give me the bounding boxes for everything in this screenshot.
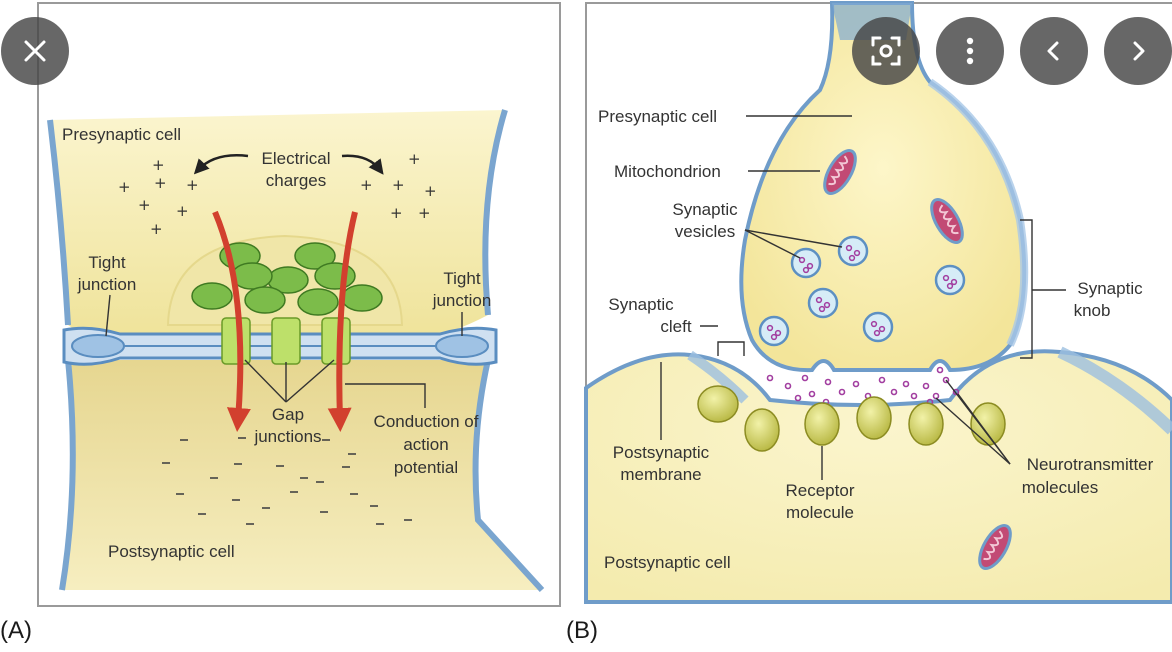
- label-a-tight-right-1: Tight: [443, 269, 480, 288]
- vesicle-contents: [766, 244, 958, 341]
- panel-b: Presynaptic cell Mitochondrion Synaptic …: [584, 1, 1172, 604]
- label-b-knob-2: knob: [1074, 301, 1111, 320]
- positive-charges: + + + + + + + + + + + + +: [118, 150, 437, 238]
- close-icon: [21, 37, 49, 65]
- svg-text:+: +: [118, 178, 131, 196]
- presynaptic-right-membrane: [482, 109, 508, 316]
- label-a-postsynaptic: Postsynaptic cell: [108, 542, 235, 561]
- label-a-conduction-3: potential: [394, 458, 458, 477]
- label-b-post-membrane-2: membrane: [620, 465, 701, 484]
- label-b-vesicles-2: vesicles: [675, 222, 735, 241]
- label-b-neurotransmitter-2: molecules: [1022, 478, 1099, 497]
- label-b-receptor-2: molecule: [786, 503, 854, 522]
- svg-text:+: +: [408, 150, 421, 168]
- close-button[interactable]: [1, 17, 69, 85]
- label-a-conduction-2: action: [403, 435, 448, 454]
- svg-text:+: +: [424, 182, 437, 200]
- knob-membrane-highlight: [927, 78, 1029, 347]
- postsynaptic-right-membrane: [472, 359, 545, 593]
- label-b-postsynaptic: Postsynaptic cell: [604, 553, 731, 572]
- svg-text:+: +: [150, 220, 163, 238]
- label-b-cleft-1: Synaptic: [608, 295, 674, 314]
- postsynaptic-membrane-fold: [687, 350, 749, 404]
- label-a-presynaptic: Presynaptic cell: [62, 125, 181, 144]
- label-a-tight-right-2: junction: [432, 291, 492, 310]
- postsynaptic-left-membrane: [59, 359, 76, 591]
- svg-text:+: +: [154, 174, 167, 192]
- charge-arrow-right: [341, 154, 384, 175]
- svg-text:+: +: [176, 202, 189, 220]
- postsynaptic-cell-body: [62, 360, 542, 590]
- charge-arrow-left: [193, 154, 249, 175]
- connexon-cluster: [191, 242, 383, 316]
- presynaptic-left-membrane: [47, 119, 71, 326]
- panel-label-a: (A): [0, 617, 32, 644]
- negative-charges: [162, 437, 412, 525]
- tight-junction-right: [435, 334, 489, 358]
- lens-search-icon: [869, 34, 903, 68]
- chevron-left-icon: [1044, 39, 1064, 63]
- label-a-electrical-2: charges: [266, 171, 326, 190]
- label-a-gap-2: junctions: [253, 427, 321, 446]
- label-b-presynaptic: Presynaptic cell: [598, 107, 717, 126]
- label-a-tight-left-1: Tight: [88, 253, 125, 272]
- svg-text:+: +: [138, 196, 151, 214]
- chevron-right-icon: [1128, 39, 1148, 63]
- mitochondria: [823, 149, 1012, 570]
- svg-text:+: +: [186, 176, 199, 194]
- panel-b-leaders: [660, 115, 1066, 480]
- previous-button[interactable]: [1020, 17, 1088, 85]
- label-a-gap-1: Gap: [272, 405, 304, 424]
- label-a-electrical-1: Electrical: [262, 149, 331, 168]
- label-b-neurotransmitter-1: Neurotransmitter: [1027, 455, 1154, 474]
- postsynaptic-membrane-fold-right: [1057, 346, 1172, 435]
- svg-text:+: +: [390, 204, 403, 222]
- next-button[interactable]: [1104, 17, 1172, 85]
- label-b-post-membrane-1: Postsynaptic: [613, 443, 710, 462]
- label-a-tight-left-2: junction: [77, 275, 137, 294]
- label-b-receptor-1: Receptor: [786, 481, 855, 500]
- tight-junction-left: [71, 334, 125, 358]
- svg-text:+: +: [418, 204, 431, 222]
- label-b-vesicles-1: Synaptic: [672, 200, 738, 219]
- more-vert-icon: [965, 36, 975, 66]
- svg-text:+: +: [152, 156, 165, 174]
- more-options-button[interactable]: [936, 17, 1004, 85]
- synaptic-vesicles: [758, 235, 966, 347]
- panel-a: + + + + + + + + + + + + +: [37, 2, 561, 607]
- panel-label-b: (B): [566, 617, 598, 644]
- conduction-arrow-left: [212, 210, 251, 432]
- label-a-conduction-1: Conduction of: [374, 412, 479, 431]
- receptor-molecules: [697, 385, 1006, 452]
- label-b-mitochondrion: Mitochondrion: [614, 162, 721, 181]
- neurotransmitter-molecules: [766, 366, 960, 406]
- svg-text:+: +: [392, 176, 405, 194]
- lens-search-button[interactable]: [852, 17, 920, 85]
- conduction-arrow-right: [327, 211, 358, 432]
- panel-a-leaders: [105, 294, 463, 408]
- label-b-cleft-2: cleft: [660, 317, 691, 336]
- svg-text:+: +: [360, 176, 373, 194]
- label-b-knob-1: Synaptic: [1077, 279, 1143, 298]
